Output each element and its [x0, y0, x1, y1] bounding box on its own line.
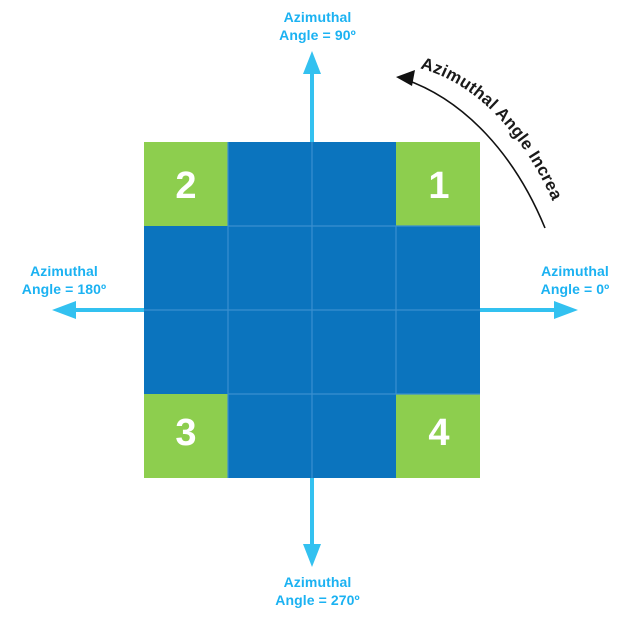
curved-arrowhead — [396, 70, 415, 86]
axis-label-90-line1: Azimuthal — [283, 9, 352, 25]
quadrant-label-2: 2 — [175, 165, 197, 207]
quadrant-grid — [144, 142, 480, 478]
axis-label-90: Azimuthal Angle = 90º — [0, 8, 635, 44]
axis-label-180-line2: Angle = 180º — [21, 281, 107, 297]
axis-label-90-line2: Angle = 90º — [279, 27, 356, 43]
quadrant-label-4: 4 — [428, 412, 450, 454]
arrow-left-180 — [52, 301, 144, 319]
axis-label-0: Azimuthal Angle = 0º — [520, 262, 630, 298]
cell-quadrant-4 — [396, 394, 480, 478]
axis-label-0-line1: Azimuthal — [541, 263, 609, 279]
grid-separators — [144, 142, 480, 478]
cell-quadrant-1 — [396, 142, 480, 226]
axis-label-270-line2: Angle = 270º — [275, 592, 360, 608]
axis-label-270-line1: Azimuthal — [283, 574, 352, 590]
arrow-right-0 — [480, 301, 578, 319]
quadrant-label-1: 1 — [428, 165, 450, 207]
cell-quadrant-3 — [144, 394, 228, 478]
axis-label-180-line1: Azimuthal — [30, 263, 98, 279]
axis-label-270: Azimuthal Angle = 270º — [0, 573, 635, 609]
axis-label-0-line2: Angle = 0º — [540, 281, 610, 297]
arrow-up-90 — [303, 51, 321, 142]
cell-quadrant-2 — [144, 142, 228, 226]
axis-arrows — [52, 51, 578, 567]
quadrant-label-3: 3 — [175, 412, 197, 454]
azimuthal-increase-arrow — [396, 70, 546, 229]
axis-label-180: Azimuthal Angle = 180º — [8, 262, 120, 298]
arrow-down-270 — [303, 478, 321, 567]
